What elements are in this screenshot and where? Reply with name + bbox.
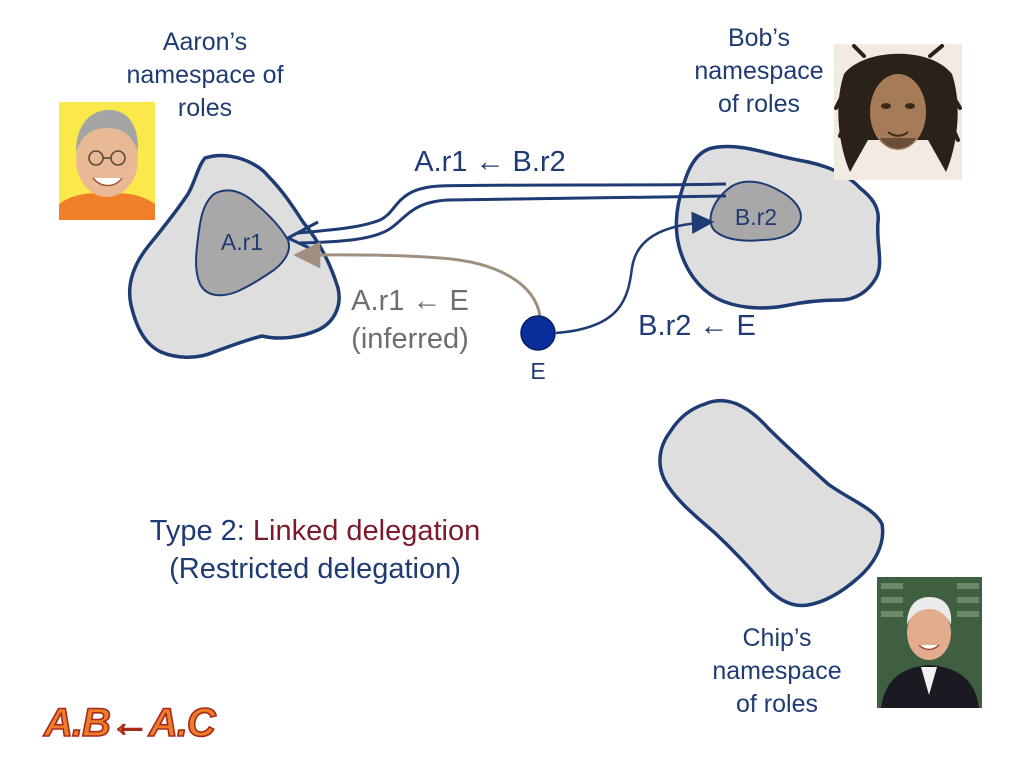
delegation-be-label: B.r2 ← E bbox=[638, 310, 756, 342]
role-a-r1-region bbox=[195, 189, 290, 297]
inferred-arrow bbox=[293, 241, 542, 317]
bob-label-line: Bob’s bbox=[727, 24, 791, 52]
chip-namespace-region bbox=[658, 398, 885, 608]
caption-prefix: Type 2: bbox=[149, 515, 253, 547]
role-b-r2-label: B.r2 bbox=[735, 204, 777, 230]
inferred-label-line1: A.r1 ← E bbox=[351, 285, 469, 317]
entity-e-label: E bbox=[530, 358, 546, 384]
logo: A.B←A.C bbox=[42, 700, 218, 746]
entity-e-node bbox=[520, 315, 556, 351]
aaron-label-line: roles bbox=[177, 94, 233, 122]
delegation-ab-label: A.r1 ← B.r2 bbox=[414, 146, 566, 178]
chip-label-line: of roles bbox=[736, 690, 818, 718]
bob-label-line: namespace bbox=[694, 57, 824, 85]
person-photo-aaron bbox=[59, 102, 155, 220]
caption-highlight: Linked delegation bbox=[252, 515, 481, 547]
aaron-namespace-label: Aaron’s namespace of roles bbox=[100, 26, 310, 125]
chip-label-line: Chip’s bbox=[742, 624, 812, 652]
aaron-label-line: namespace of bbox=[126, 61, 284, 89]
chip-namespace-label: Chip’s namespace of roles bbox=[692, 622, 862, 721]
bob-label-line: of roles bbox=[718, 90, 800, 118]
inferred-label: A.r1 ← E (inferred) bbox=[320, 282, 500, 358]
person-photo-bob-icon bbox=[834, 44, 962, 172]
chip-label-line: namespace bbox=[712, 657, 842, 685]
role-a-r1-label: A.r1 bbox=[221, 229, 263, 255]
logo-text: A.B←A.C bbox=[43, 701, 217, 745]
delegation-link-ab-outer bbox=[297, 182, 727, 235]
caption-line2: (Restricted delegation) bbox=[169, 553, 461, 585]
bob-namespace-label: Bob’s namespace of roles bbox=[672, 22, 846, 121]
inferred-label-line2: (inferred) bbox=[351, 323, 469, 355]
caption-line1: Type 2: Linked delegation bbox=[90, 512, 540, 550]
person-photo-chip-icon bbox=[877, 577, 982, 708]
person-photo-aaron-icon bbox=[59, 110, 155, 220]
caption: Type 2: Linked delegation (Restricted de… bbox=[90, 512, 540, 588]
delegation-link-ab-inner bbox=[299, 194, 727, 245]
person-photo-bob bbox=[834, 44, 962, 180]
person-photo-chip bbox=[877, 577, 982, 708]
aaron-label-line: Aaron’s bbox=[162, 28, 248, 56]
delegation-arrow-be bbox=[555, 211, 715, 335]
